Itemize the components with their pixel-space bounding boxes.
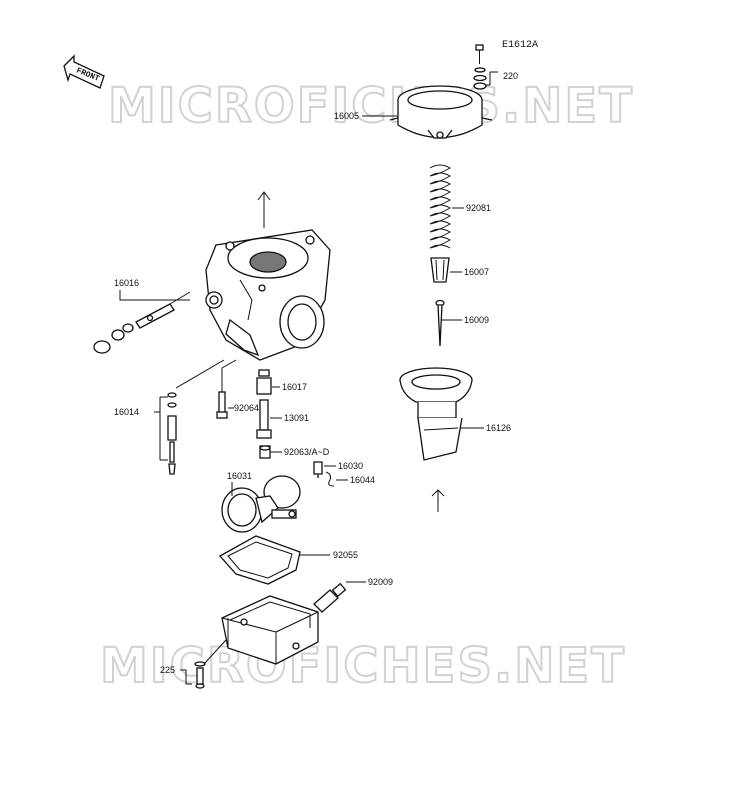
label-92055: 92055	[333, 550, 358, 560]
screw-220-icon	[473, 44, 487, 90]
watermark-bottom: MICROFICHES.NET	[100, 638, 626, 694]
label-225: 225	[160, 665, 175, 675]
drain-screw-icon	[313, 582, 347, 613]
carburetor-top-cap-icon	[389, 85, 493, 139]
watermark-top: MICROFICHES.NET	[108, 78, 634, 134]
needle-retainer-icon	[430, 257, 450, 283]
needle-jet-holder-icon	[256, 369, 272, 395]
label-16126: 16126	[486, 423, 511, 433]
spring-icon	[429, 164, 451, 249]
label-16017: 16017	[282, 382, 307, 392]
jet-needle-icon	[435, 299, 445, 347]
label-92009: 92009	[368, 577, 393, 587]
front-arrow-icon: FRONT	[63, 54, 105, 89]
screw-225-icon	[194, 661, 206, 689]
carburetor-body-icon	[205, 229, 331, 361]
main-jet-stack-icon	[167, 392, 177, 475]
vacuum-piston-icon	[399, 367, 473, 461]
float-bowl-gasket-icon	[218, 535, 301, 585]
clip-16044-icon	[325, 471, 335, 487]
jet-13091-icon	[256, 399, 272, 439]
screw-92064-icon	[216, 391, 228, 419]
label-16007: 16007	[464, 267, 489, 277]
label-16016: 16016	[114, 278, 139, 288]
label-16044: 16044	[350, 475, 375, 485]
label-16009: 16009	[464, 315, 489, 325]
jet-92063-icon	[259, 445, 271, 459]
diagram-code: E1612A	[502, 40, 538, 51]
label-13091: 13091	[284, 413, 309, 423]
label-16005: 16005	[334, 111, 359, 121]
label-92081: 92081	[466, 203, 491, 213]
float-icon	[221, 475, 301, 533]
label-16031: 16031	[227, 471, 252, 481]
label-16014: 16014	[114, 407, 139, 417]
pilot-screw-icon	[93, 291, 191, 354]
label-92064: 92064	[234, 403, 259, 413]
label-92063: 92063/A~D	[284, 447, 330, 457]
label-16030: 16030	[338, 461, 363, 471]
float-bowl-icon	[221, 595, 319, 665]
label-220: 220	[503, 71, 518, 81]
float-needle-icon	[313, 461, 323, 478]
